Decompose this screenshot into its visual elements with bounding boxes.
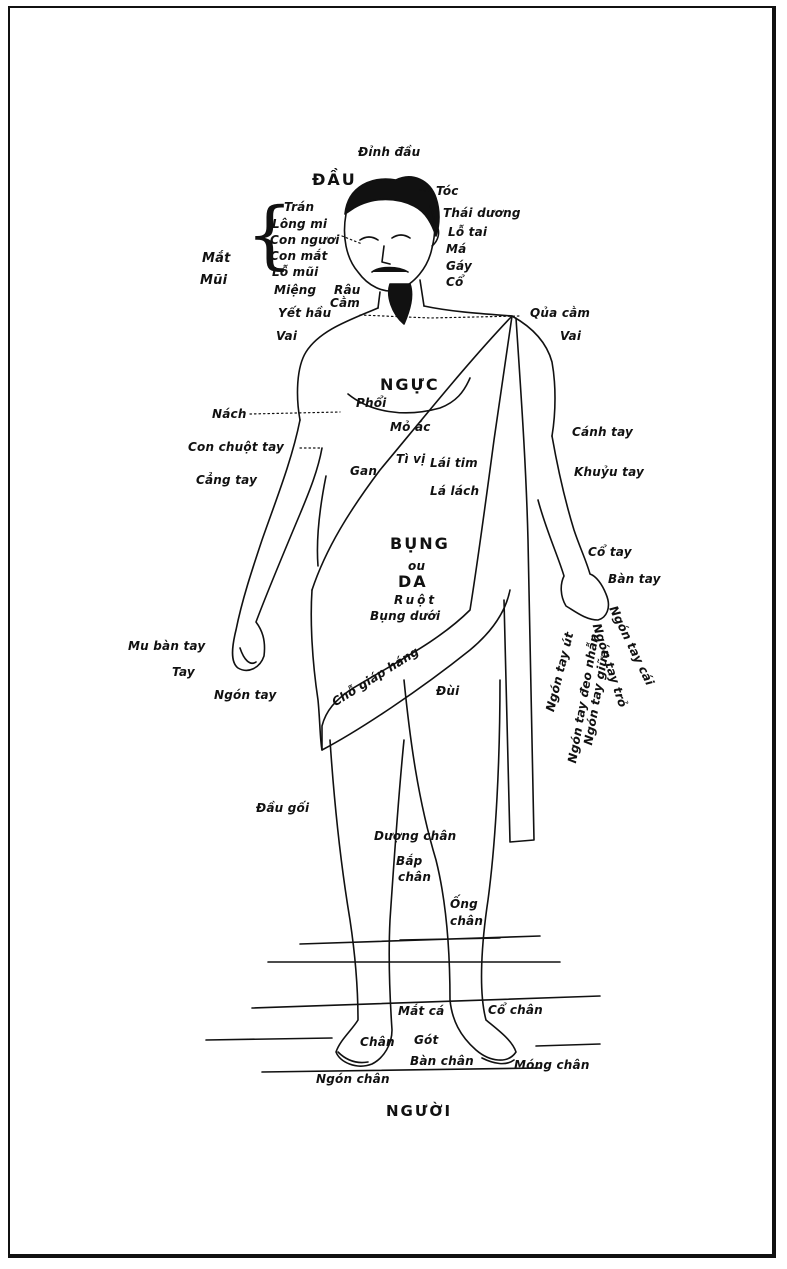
- label-vai-left: Vai: [276, 330, 297, 342]
- label-lo-tai: Lỗ tai: [448, 226, 487, 238]
- left-arm: [233, 420, 323, 670]
- label-co: Cổ: [446, 276, 463, 288]
- face: [345, 206, 435, 291]
- label-lai-tim: Lái tim: [430, 457, 478, 469]
- label-toc: Tóc: [436, 185, 459, 197]
- label-vai-right: Vai: [560, 330, 581, 342]
- label-co-chan: Cổ chân: [488, 1004, 543, 1016]
- label-dui: Đùi: [436, 685, 459, 697]
- label-ruot: Ruột: [394, 594, 437, 606]
- label-da: DA: [398, 574, 428, 590]
- label-mat: Mắt: [202, 252, 231, 265]
- torso-right: [424, 306, 555, 436]
- label-la-lach: Lá lách: [430, 485, 479, 497]
- label-bap-chan-1: Bắp: [396, 855, 422, 867]
- label-phoi: Phổi: [356, 397, 387, 409]
- label-yet-hau: Yết hầu: [278, 307, 331, 319]
- label-co-tay: Cổ tay: [588, 546, 632, 558]
- label-ti-vi: Tì vị: [396, 453, 425, 465]
- label-ban-chan: Bàn chân: [410, 1055, 474, 1067]
- right-arm: [538, 436, 608, 620]
- label-bung-duoi: Bụng dưới: [370, 610, 440, 622]
- label-bap-chan-2: chân: [398, 871, 431, 883]
- label-dau-goi: Đầu gối: [256, 802, 309, 814]
- label-ma: Má: [446, 243, 466, 255]
- label-nguc: NGỰC: [380, 377, 440, 393]
- label-mo-ac: Mỏ ác: [390, 421, 431, 433]
- label-khuyu-tay: Khuỷu tay: [574, 466, 644, 478]
- label-ong-chan-1: Ống: [450, 898, 478, 910]
- bracket: {: [246, 198, 293, 272]
- label-mong-chan: Móng chân: [514, 1059, 590, 1071]
- label-mat-ca: Mắt cá: [398, 1005, 444, 1017]
- label-ngon-chan: Ngón chân: [316, 1073, 390, 1085]
- label-tay: Tay: [172, 666, 195, 678]
- label-ou: ou: [408, 560, 425, 572]
- label-nach: Nách: [212, 408, 247, 420]
- left-leg: [330, 740, 404, 1066]
- label-gay: Gáy: [446, 260, 472, 272]
- label-ban-tay: Bàn tay: [608, 573, 661, 585]
- label-qua-cam: Qủa cằm: [530, 307, 590, 319]
- label-ong-chan-2: chân: [450, 915, 483, 927]
- label-mieng: Miệng: [274, 284, 316, 296]
- label-cang-tay: Cẳng tay: [196, 474, 257, 486]
- label-con-chuot-tay: Con chuột tay: [188, 441, 284, 453]
- label-dinh-dau: Đỉnh đầu: [358, 146, 420, 158]
- label-bung: BỤNG: [390, 536, 450, 552]
- label-thai-duong: Thái dương: [443, 207, 521, 219]
- label-rau: Râu: [334, 284, 360, 296]
- label-mu-ban-tay: Mu bàn tay: [128, 640, 205, 652]
- label-ngon-tay: Ngón tay: [214, 689, 277, 701]
- label-gan: Gan: [350, 465, 377, 477]
- label-dau: ĐẦU: [312, 172, 357, 188]
- label-canh-tay: Cánh tay: [572, 426, 633, 438]
- hair: [345, 177, 439, 236]
- label-cam: Cằm: [330, 297, 360, 309]
- label-duong-chan: Dượng chân: [374, 830, 456, 842]
- label-chan: Chân: [360, 1036, 395, 1048]
- label-mui: Mũi: [200, 274, 227, 287]
- diagram-title: NGƯỜI: [386, 1104, 452, 1119]
- label-got: Gót: [414, 1034, 438, 1046]
